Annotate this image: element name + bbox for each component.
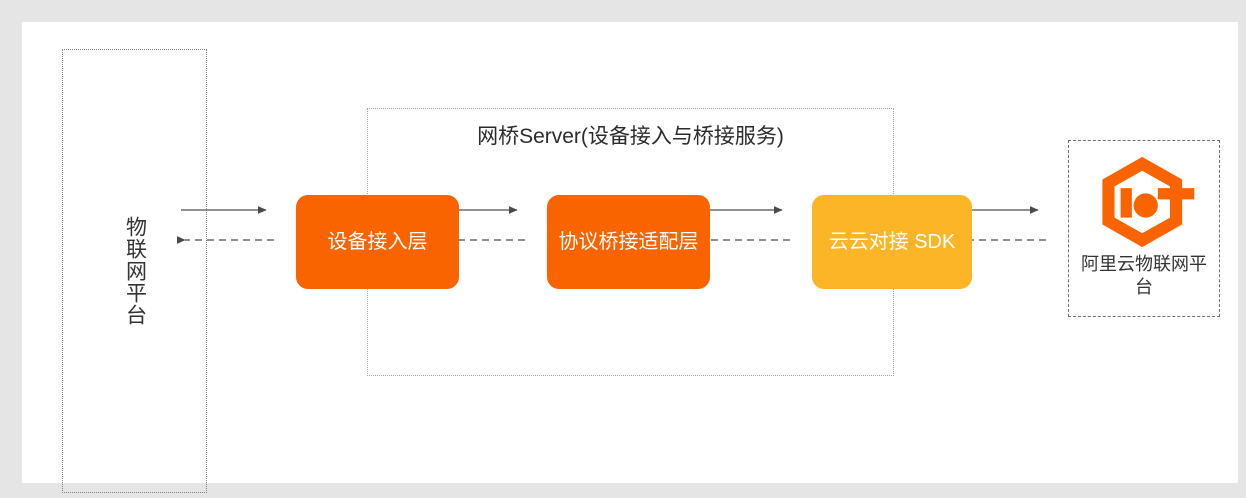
bridge-server-title: 网桥Server(设备接入与桥接服务) xyxy=(477,125,784,148)
right-iot-platform-label: 阿里云物联网平台 xyxy=(1081,254,1207,298)
right-iot-platform-box: 阿里云物联网平台 xyxy=(1068,140,1220,317)
left-platform-label: 物联网平台 xyxy=(123,216,147,326)
iot-hexagon-icon xyxy=(1102,156,1195,248)
diagram-panel: 物联网平台 网桥Server(设备接入与桥接服务) 设备接入层 协议桥接适配层 … xyxy=(22,22,1238,493)
node-cloud-to-cloud-sdk[interactable]: 云云对接 SDK xyxy=(812,195,972,289)
left-platform-box: 物联网平台 xyxy=(62,49,207,493)
node-device-access-layer[interactable]: 设备接入层 xyxy=(296,195,459,289)
node-protocol-bridge-adapter-layer[interactable]: 协议桥接适配层 xyxy=(547,195,710,289)
